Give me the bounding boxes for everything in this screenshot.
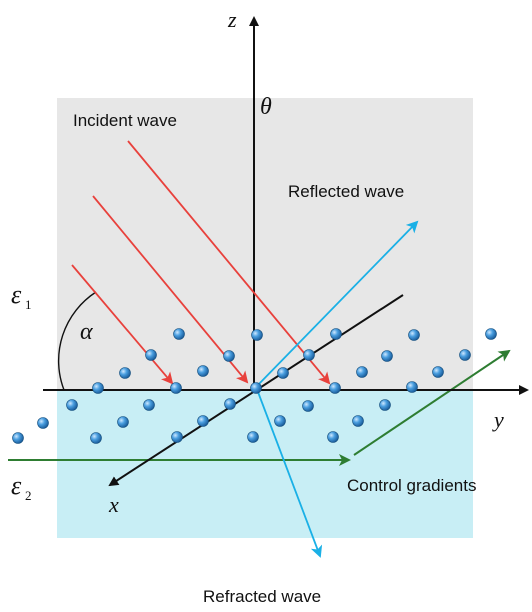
particle bbox=[485, 328, 497, 340]
particle bbox=[117, 416, 129, 428]
particle bbox=[12, 432, 24, 444]
particle bbox=[170, 382, 182, 394]
refracted-ray bbox=[257, 391, 323, 558]
particle bbox=[381, 350, 393, 362]
particle bbox=[224, 398, 236, 410]
epsilon-1-label: ε 1 bbox=[11, 280, 32, 312]
svg-text:ε: ε bbox=[11, 280, 22, 309]
particle bbox=[303, 349, 315, 361]
particle bbox=[356, 366, 368, 378]
control-gradient-arrow-diagonal bbox=[353, 349, 511, 456]
upper-medium-region bbox=[57, 98, 473, 390]
particle bbox=[327, 431, 339, 443]
particle-grid bbox=[12, 328, 497, 444]
y-axis-label: y bbox=[492, 407, 504, 432]
particle bbox=[330, 328, 342, 340]
particle bbox=[408, 329, 420, 341]
particle bbox=[277, 367, 289, 379]
particle bbox=[251, 329, 263, 341]
epsilon-2-label: ε 2 bbox=[11, 471, 32, 503]
particle bbox=[66, 399, 78, 411]
particle bbox=[223, 350, 235, 362]
reflected-wave-label: Reflected wave bbox=[288, 182, 404, 201]
incident-ray-3 bbox=[127, 140, 331, 385]
particle bbox=[143, 399, 155, 411]
particle bbox=[197, 415, 209, 427]
particle bbox=[37, 417, 49, 429]
particle bbox=[432, 366, 444, 378]
x-axis-label: x bbox=[108, 492, 119, 517]
particle bbox=[379, 399, 391, 411]
particle bbox=[92, 382, 104, 394]
particle bbox=[197, 365, 209, 377]
particle bbox=[329, 382, 341, 394]
incident-wave-label: Incident wave bbox=[73, 111, 177, 130]
incident-ray-1 bbox=[71, 264, 174, 385]
control-gradients-label: Control gradients bbox=[347, 476, 476, 495]
particle bbox=[145, 349, 157, 361]
svg-text:ε: ε bbox=[11, 471, 22, 500]
particle bbox=[302, 400, 314, 412]
particle bbox=[173, 328, 185, 340]
theta-label: θ bbox=[260, 94, 272, 120]
z-axis-label: z bbox=[227, 7, 237, 32]
particle bbox=[459, 349, 471, 361]
particle bbox=[171, 431, 183, 443]
particle bbox=[250, 382, 262, 394]
svg-text:1: 1 bbox=[25, 297, 32, 312]
alpha-arc bbox=[57, 291, 97, 391]
lower-medium-region bbox=[57, 390, 473, 538]
particle bbox=[406, 381, 418, 393]
particle bbox=[90, 432, 102, 444]
svg-text:2: 2 bbox=[25, 488, 32, 503]
incident-ray-2 bbox=[92, 195, 249, 384]
refracted-wave-label: Refracted wave bbox=[203, 587, 321, 606]
particle bbox=[352, 415, 364, 427]
particle bbox=[247, 431, 259, 443]
particle bbox=[274, 415, 286, 427]
particle bbox=[119, 367, 131, 379]
reflected-ray bbox=[255, 220, 419, 388]
alpha-label: α bbox=[80, 319, 93, 345]
